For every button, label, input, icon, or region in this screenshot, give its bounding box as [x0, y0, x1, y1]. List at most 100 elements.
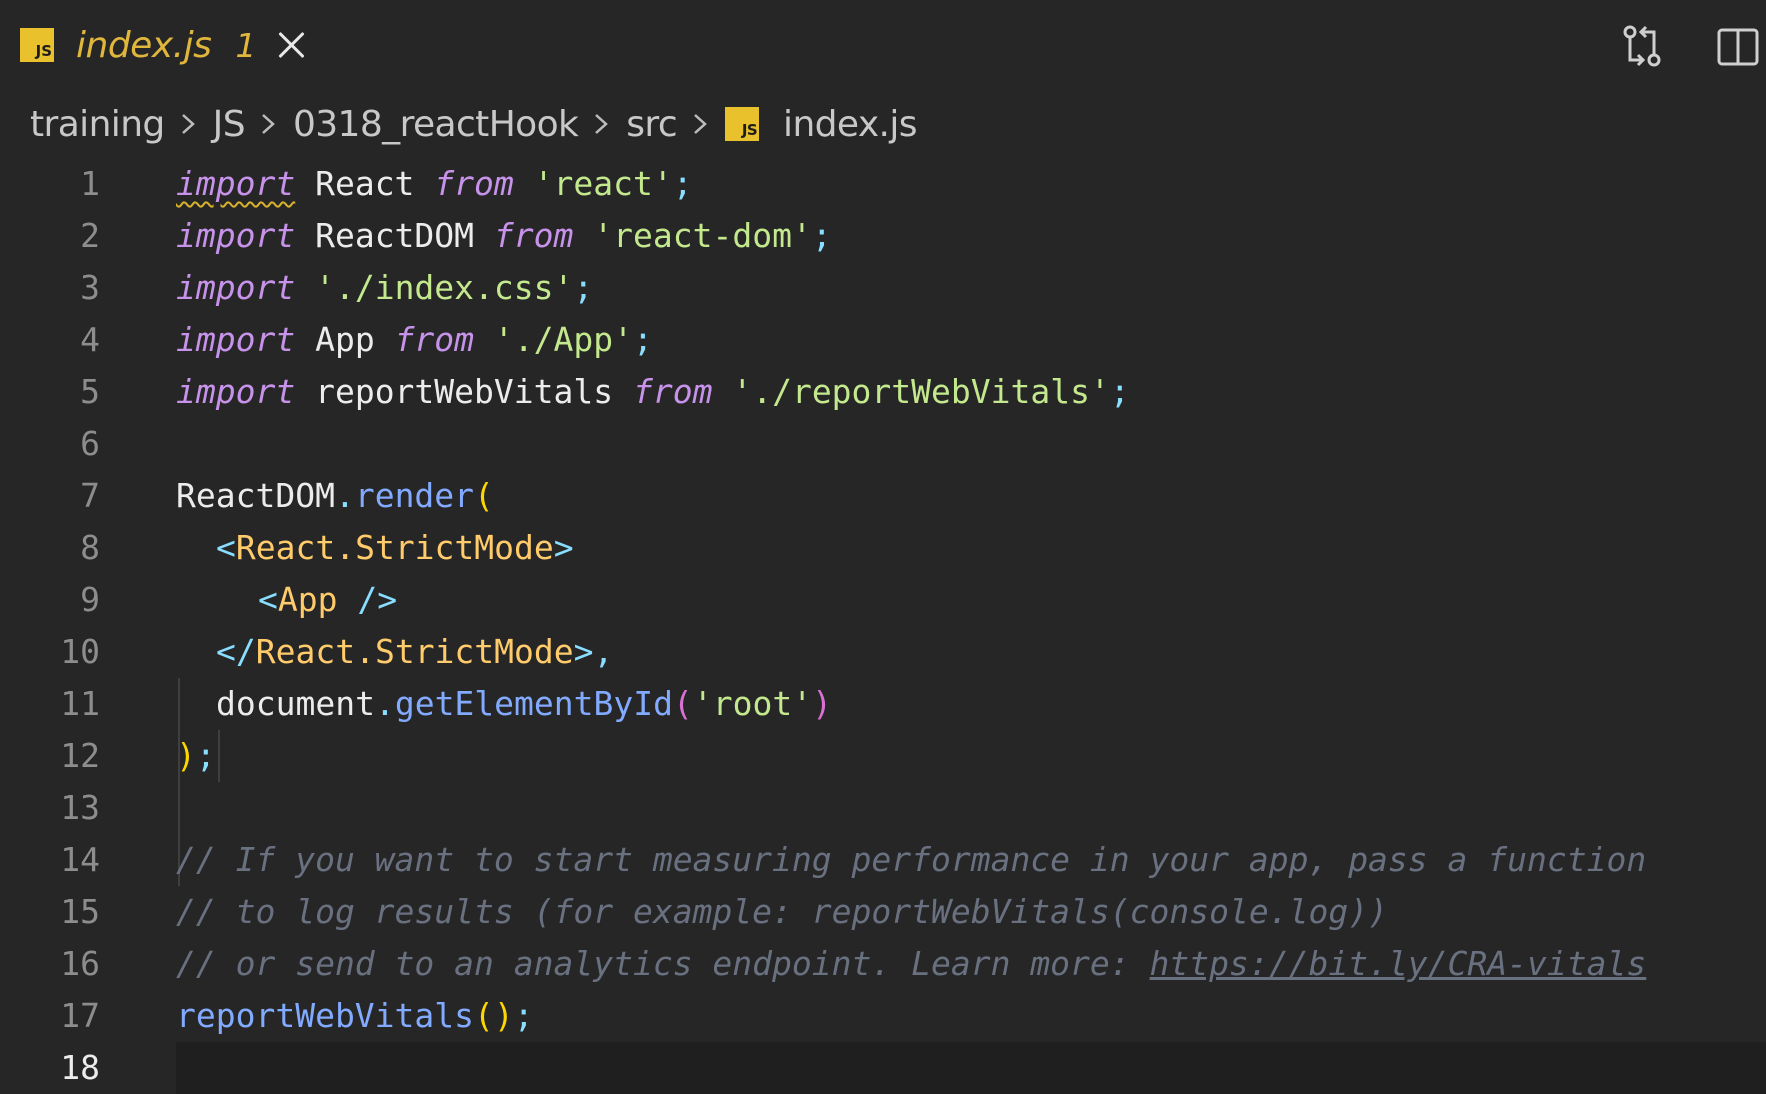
code-line: 10 </React.StrictMode>,: [0, 626, 1766, 678]
chevron-right-icon: [595, 114, 609, 134]
code-line: 4 import App from './App';: [0, 314, 1766, 366]
git-compare-icon[interactable]: [1620, 22, 1664, 70]
code-token: React.StrictMode: [235, 528, 554, 567]
breadcrumb-item-training[interactable]: training: [30, 103, 165, 145]
code-token: />: [337, 580, 398, 619]
line-number: 8: [80, 528, 100, 567]
code-comment: // If you want to start measuring perfor…: [176, 840, 1647, 879]
code-token: <: [216, 528, 236, 567]
javascript-file-icon: JS: [20, 28, 54, 62]
code-token: >: [573, 632, 594, 671]
current-line-highlight: [176, 1042, 1766, 1094]
code-line: 9 <App />: [0, 574, 1766, 626]
code-comment: // to log results (for example: reportWe…: [176, 892, 1388, 931]
code-token: ;: [633, 320, 653, 359]
code-token: (: [672, 684, 693, 723]
code-token: .: [374, 684, 395, 723]
code-token: ReactDOM: [295, 216, 494, 255]
line-number: 17: [60, 996, 100, 1035]
code-token: React.StrictMode: [255, 632, 574, 671]
code-token: from: [493, 216, 574, 255]
code-token: React: [295, 164, 435, 203]
code-token: import: [176, 216, 296, 255]
breadcrumb: training JS 0318_reactHook src JS index.…: [30, 100, 918, 148]
code-token: [514, 164, 534, 203]
code-token: ;: [1109, 372, 1130, 411]
code-token: import: [176, 164, 296, 203]
line-number: 1: [80, 164, 100, 203]
chevron-right-icon: [262, 114, 275, 134]
line-number: 7: [80, 476, 100, 515]
line-number: 13: [60, 788, 100, 827]
code-token: [573, 216, 593, 255]
line-number: 5: [80, 372, 100, 411]
code-token: ): [176, 736, 196, 775]
editor-tab-bar: JS index.js 1: [0, 0, 1766, 90]
problem-count-badge: 1: [235, 25, 257, 65]
code-token: document: [216, 684, 375, 723]
comment-link[interactable]: https://bit.ly/CRA-vitals: [1149, 944, 1647, 983]
tab-index-js[interactable]: JS index.js 1: [20, 22, 306, 68]
code-token: ;: [195, 736, 216, 775]
code-line: 2 import ReactDOM from 'react-dom';: [0, 210, 1766, 262]
code-token: ,: [593, 632, 614, 671]
split-editor-icon[interactable]: [1716, 22, 1760, 70]
code-line: 11 document.getElementById('root'): [0, 678, 1766, 730]
code-token: ): [812, 684, 832, 723]
tab-title: index.js: [76, 24, 212, 66]
breadcrumb-item-js[interactable]: JS: [212, 103, 246, 145]
code-token: [474, 320, 494, 359]
code-token: getElementById: [394, 684, 673, 723]
line-number: 2: [80, 216, 100, 255]
code-token: from: [394, 320, 475, 359]
indent-guide: [218, 730, 220, 782]
code-editor[interactable]: 1 import React from 'react'; 2 import Re…: [0, 158, 1766, 1094]
breadcrumb-item-project[interactable]: 0318_reactHook: [292, 103, 579, 145]
code-line: 16 // or send to an analytics endpoint. …: [0, 938, 1766, 990]
code-token: 'react-dom': [593, 216, 812, 255]
code-token: ;: [513, 996, 534, 1035]
line-number: 12: [60, 736, 100, 775]
code-token: ReactDOM: [176, 476, 335, 515]
code-token: ;: [811, 216, 832, 255]
code-line: 15 // to log results (for example: repor…: [0, 886, 1766, 938]
breadcrumb-item-file[interactable]: index.js: [783, 103, 918, 145]
code-token: ;: [672, 164, 693, 203]
code-token: 'root': [692, 684, 813, 723]
code-token: ;: [573, 268, 594, 307]
code-token: render: [354, 476, 475, 515]
line-number: 9: [80, 580, 100, 619]
code-token: './reportWebVitals': [732, 372, 1110, 411]
code-token: './index.css': [315, 268, 574, 307]
code-token: [712, 372, 732, 411]
code-token: reportWebVitals: [176, 996, 475, 1035]
chevron-right-icon: [181, 114, 195, 134]
code-token: .: [334, 476, 355, 515]
code-token: App: [295, 320, 395, 359]
line-number: 4: [80, 320, 100, 359]
code-line: 13: [0, 782, 1766, 834]
code-token: reportWebVitals: [295, 372, 633, 411]
code-line-active: 18: [0, 1042, 1766, 1094]
code-token: import: [176, 268, 296, 307]
code-line: 5 import reportWebVitals from './reportW…: [0, 366, 1766, 418]
code-token: from: [632, 372, 713, 411]
code-comment: // or send to an analytics endpoint. Lea…: [176, 944, 1150, 983]
code-line: 12 );: [0, 730, 1766, 782]
code-token: App: [277, 580, 338, 619]
code-line: 7 ReactDOM.render(: [0, 470, 1766, 522]
line-number: 16: [60, 944, 100, 983]
breadcrumb-item-src[interactable]: src: [626, 103, 678, 145]
code-line: 14 // If you want to start measuring per…: [0, 834, 1766, 886]
code-token: 'react': [533, 164, 673, 203]
close-icon[interactable]: [276, 30, 306, 60]
line-number: 10: [60, 632, 100, 671]
code-token: import: [176, 372, 296, 411]
line-number: 15: [60, 892, 100, 931]
line-number: 11: [60, 684, 100, 723]
code-line: 17 reportWebVitals();: [0, 990, 1766, 1042]
code-token: >: [553, 528, 574, 567]
code-token: <: [258, 580, 278, 619]
javascript-file-icon: JS: [725, 107, 760, 141]
code-token: [295, 268, 315, 307]
